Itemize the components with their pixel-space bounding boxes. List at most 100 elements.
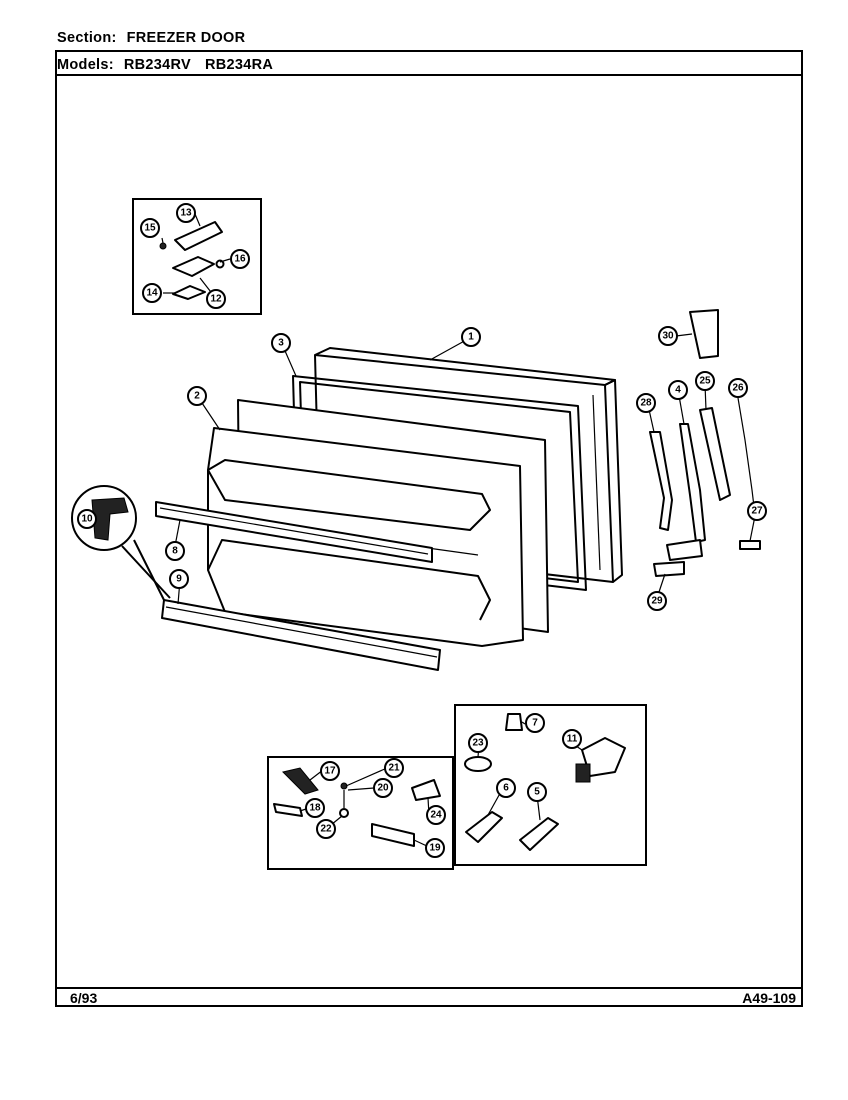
part-5-shape — [519, 817, 559, 851]
svg-text:8: 8 — [172, 546, 178, 557]
callout-15: 15 — [140, 218, 160, 238]
callout-29: 29 — [647, 591, 667, 611]
svg-text:27: 27 — [751, 506, 763, 517]
models-line: Models: RB234RV RB234RA — [57, 57, 287, 73]
svg-text:23: 23 — [472, 738, 484, 749]
part-13-shape — [174, 221, 223, 251]
svg-text:4: 4 — [675, 385, 681, 396]
svg-text:17: 17 — [324, 766, 336, 777]
svg-text:18: 18 — [309, 803, 321, 814]
svg-text:14: 14 — [146, 288, 158, 299]
model-2: RB234RA — [205, 57, 274, 73]
callout-12: 12 — [206, 289, 226, 309]
callout-25: 25 — [695, 371, 715, 391]
part-7-shape — [505, 713, 523, 731]
part-19-shape — [371, 823, 415, 847]
shelf-bar-8 — [155, 501, 433, 563]
part-4-shape — [679, 423, 706, 543]
footer-date: 6/93 — [70, 990, 98, 1006]
svg-text:11: 11 — [567, 734, 578, 745]
part-29-shape — [653, 561, 685, 577]
svg-text:30: 30 — [662, 331, 674, 342]
svg-text:26: 26 — [732, 383, 744, 394]
section-line: Section: FREEZER DOOR — [57, 30, 259, 46]
callout-4: 4 — [668, 380, 688, 400]
callout-18: 18 — [305, 798, 325, 818]
svg-text:24: 24 — [430, 810, 442, 821]
part-14-shape — [172, 285, 206, 300]
callout-21: 21 — [384, 758, 404, 778]
part-27-shape — [739, 540, 761, 550]
callout-7: 7 — [525, 713, 545, 733]
svg-text:25: 25 — [699, 376, 711, 387]
callout-9: 9 — [169, 569, 189, 589]
liner-upper-shelf — [207, 459, 491, 531]
svg-text:7: 7 — [532, 718, 538, 729]
hinge-plate — [666, 539, 703, 561]
svg-text:13: 13 — [180, 208, 192, 219]
door-bar-9-line — [165, 606, 438, 658]
callout-11: 11 — [562, 729, 582, 749]
part-12-shape — [172, 256, 215, 277]
models-label: Models: — [57, 57, 114, 73]
svg-text:15: 15 — [144, 223, 156, 234]
svg-text:10: 10 — [81, 514, 93, 525]
footer-code: A49-109 — [742, 990, 796, 1006]
part-11-block — [575, 763, 591, 783]
svg-text:21: 21 — [388, 763, 400, 774]
diagram-frame — [55, 50, 803, 1007]
svg-text:6: 6 — [503, 783, 509, 794]
callout-23: 23 — [468, 733, 488, 753]
callout-8: 8 — [165, 541, 185, 561]
callout-2: 2 — [187, 386, 207, 406]
detail-leader-2 — [133, 539, 165, 601]
callout-13: 13 — [176, 203, 196, 223]
model-1: RB234RV — [123, 57, 192, 73]
svg-text:9: 9 — [176, 574, 182, 585]
callout-27: 27 — [747, 501, 767, 521]
outer-door-side-edge — [604, 379, 623, 583]
callout-6: 6 — [496, 778, 516, 798]
callout-17: 17 — [320, 761, 340, 781]
callout-14: 14 — [142, 283, 162, 303]
part-16-shape — [215, 259, 225, 269]
callout-20: 20 — [373, 778, 393, 798]
door-bar-9 — [161, 599, 441, 671]
svg-text:5: 5 — [534, 787, 540, 798]
part-10-detail-shape — [91, 497, 129, 541]
part-22-shape — [339, 808, 349, 818]
section-value: FREEZER DOOR — [126, 30, 246, 46]
part-18-shape — [273, 803, 303, 817]
callout-5: 5 — [527, 782, 547, 802]
svg-text:28: 28 — [640, 398, 652, 409]
callout-16: 16 — [230, 249, 250, 269]
svg-text:16: 16 — [234, 254, 246, 265]
callout-26: 26 — [728, 378, 748, 398]
callout-3: 3 — [271, 333, 291, 353]
callout-24: 24 — [426, 805, 446, 825]
callout-30: 30 — [658, 326, 678, 346]
part-17-shape — [282, 767, 319, 795]
part-28-shape — [649, 431, 673, 531]
svg-text:1: 1 — [468, 332, 474, 343]
svg-text:19: 19 — [429, 843, 441, 854]
callout-1: 1 — [461, 327, 481, 347]
part-15-shape — [159, 242, 167, 250]
svg-text:3: 3 — [278, 338, 284, 349]
footer-rule — [55, 987, 803, 989]
svg-text:2: 2 — [194, 391, 200, 402]
section-label: Section: — [57, 30, 117, 46]
part-26-wire — [737, 397, 756, 516]
detail-leader-1 — [121, 545, 171, 599]
part-25-shape — [699, 407, 731, 501]
shelf-bar-8-line — [159, 507, 429, 555]
liner-lower-shelf — [207, 539, 491, 621]
svg-text:29: 29 — [651, 596, 663, 607]
svg-text:20: 20 — [377, 783, 389, 794]
outer-door-inner-line — [592, 394, 601, 571]
svg-text:22: 22 — [320, 824, 332, 835]
inset-box-bottom-right — [454, 704, 647, 866]
svg-text:12: 12 — [210, 294, 222, 305]
callout-28: 28 — [636, 393, 656, 413]
